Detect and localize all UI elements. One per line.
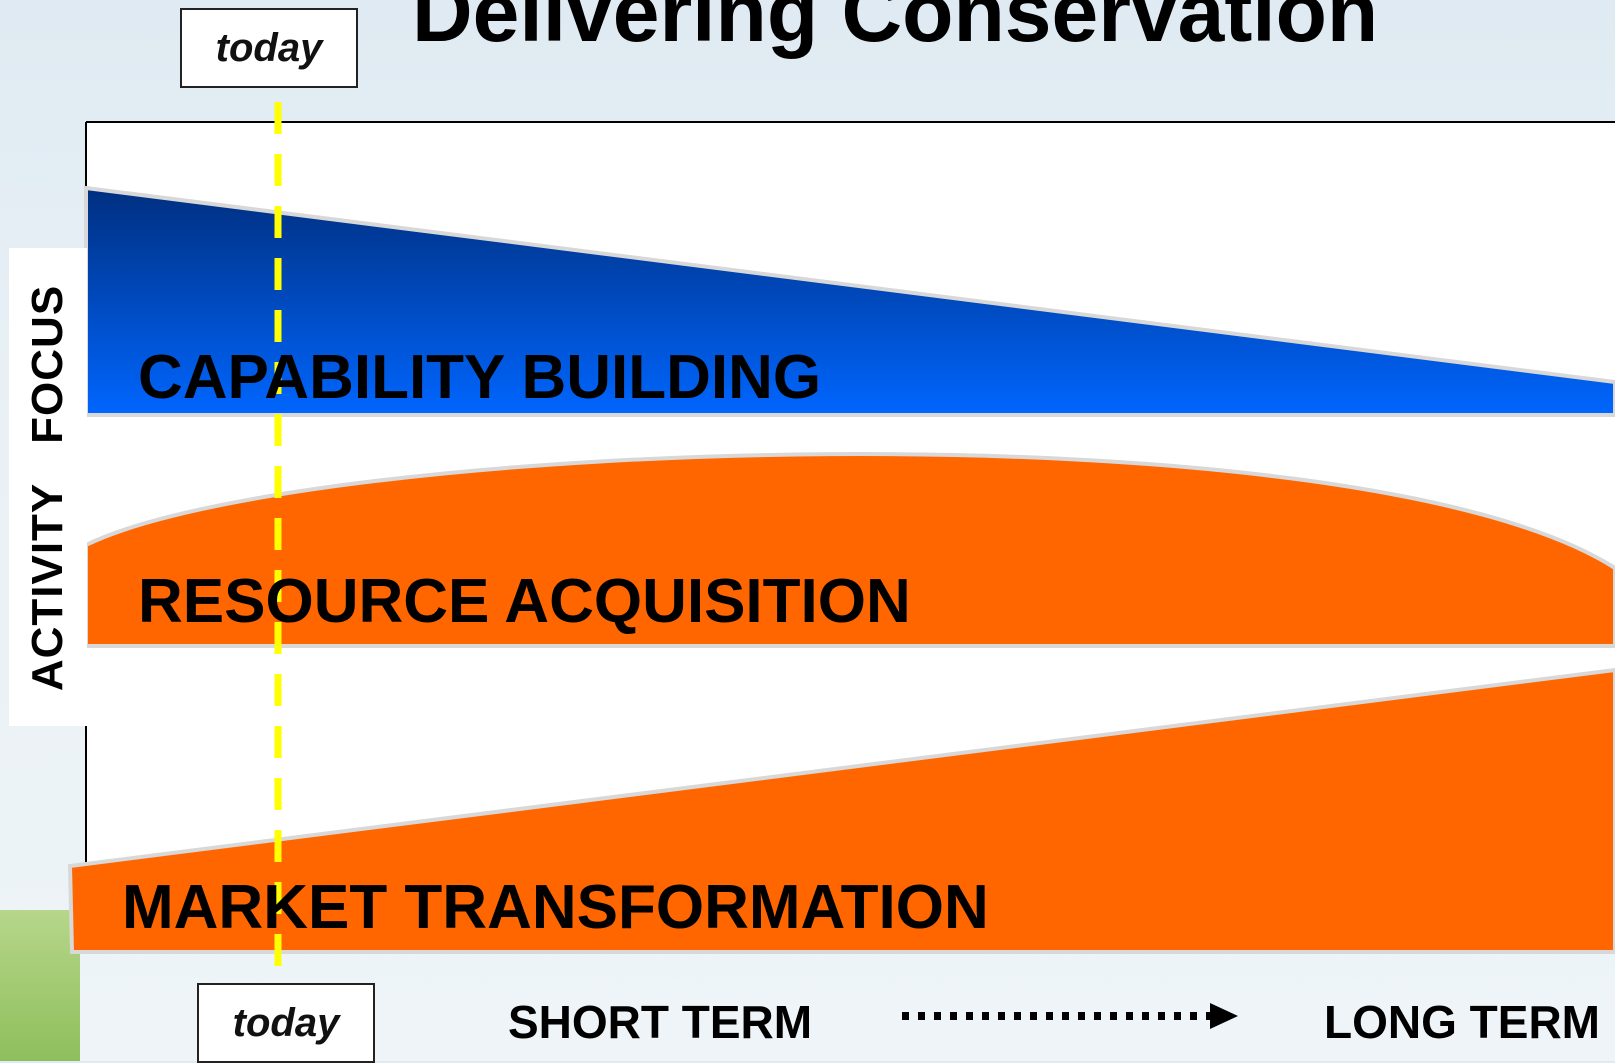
label-market-transformation: MARKET TRANSFORMATION — [122, 873, 989, 942]
label-capability-building: CAPABILITY BUILDING — [138, 343, 822, 412]
today-marker-top: today — [180, 8, 358, 88]
y-axis-label: ACTIVITY FOCUS — [23, 284, 72, 692]
term-arrow-head — [1210, 1003, 1238, 1029]
background-grass — [0, 910, 80, 1061]
y-axis-label-box — [9, 248, 87, 726]
label-resource-acquisition: RESOURCE ACQUISITION — [138, 567, 911, 636]
band-resource-acquisition — [84, 452, 1615, 648]
page-title: Delivering Conservation — [412, 0, 1379, 59]
x-axis-short-term: SHORT TERM — [508, 996, 813, 1048]
today-marker-bottom: today — [197, 983, 375, 1063]
band-market-transformation — [67, 667, 1615, 954]
x-axis-long-term: LONG TERM — [1324, 996, 1600, 1048]
